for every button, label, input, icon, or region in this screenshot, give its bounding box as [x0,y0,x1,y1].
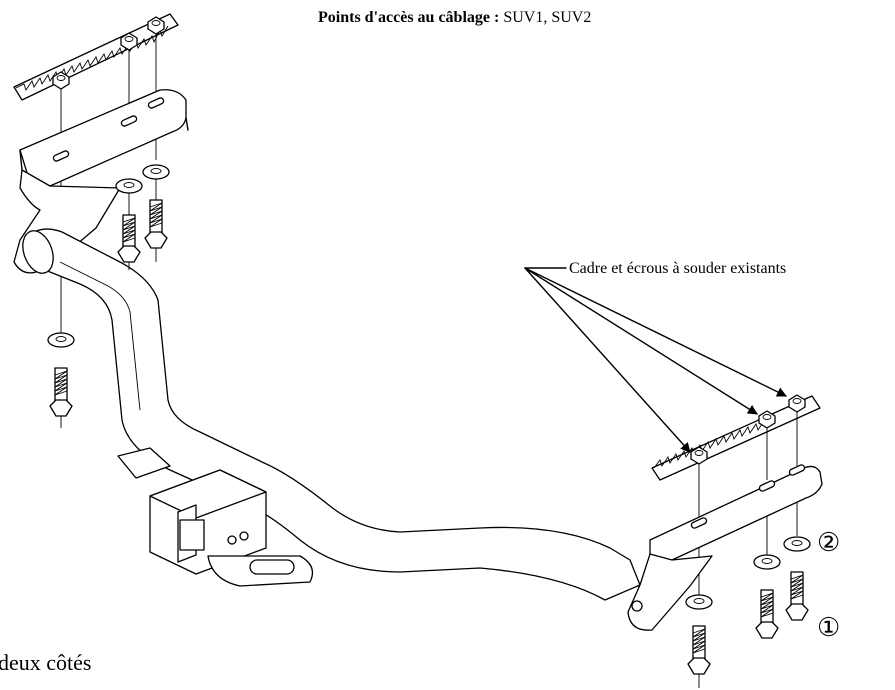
part-marker-2: ② [817,528,841,557]
left-bolt-2 [144,199,168,249]
left-bolt-3 [49,367,73,428]
receiver-pin-hole-1 [227,535,237,545]
right-bracket-slot-2 [758,480,776,492]
right-bolt-1 [687,625,711,688]
left-tube-end [22,230,54,274]
left-washer-2 [142,164,170,180]
right-bolt-2 [755,589,779,639]
safety-chain-slot [249,559,295,575]
right-side-bracket [627,464,823,631]
right-bracket-slot-1 [690,517,708,529]
right-weld-nut-3 [788,394,806,413]
callout-label: Cadre et écrous à souder existants [569,260,787,277]
left-bracket-slot-1 [52,150,70,162]
wiring-access-value: SUV1, SUV2 [503,9,592,26]
left-washer-3 [47,332,75,348]
wiring-access-note: Points d'accès au câblage : SUV1, SUV2 [318,9,591,27]
hitch-crossbar [22,228,641,601]
left-bracket-slot-2 [120,115,138,127]
left-tab-bracket [117,447,171,479]
receiver-opening [179,519,205,551]
left-washer-1 [115,178,143,194]
callout-arrow-1 [524,267,691,453]
right-bracket-hole [631,600,643,612]
bottom-note: deux côtés [0,650,92,675]
right-bolt-3 [785,571,809,621]
right-washer-1 [685,594,713,610]
wiring-access-label: Points d'accès au câblage : [318,9,500,26]
right-weld-nut-1 [690,446,708,465]
left-bolt-1 [117,214,141,263]
right-washer-3 [783,536,811,552]
left-weld-nut-3 [147,16,165,35]
callout-arrow-2 [524,267,758,415]
right-washer-2 [753,554,781,570]
part-marker-1: ① [817,613,841,642]
right-bracket-slot-3 [788,464,806,476]
left-weld-nut-2 [120,32,138,51]
receiver-pin-hole-2 [239,531,249,541]
left-bracket-slot-3 [147,97,165,109]
right-weld-nut-2 [758,410,776,429]
receiver-tube [149,469,267,575]
callout-arrow-3 [524,267,787,397]
left-weld-nut-1 [52,71,70,90]
